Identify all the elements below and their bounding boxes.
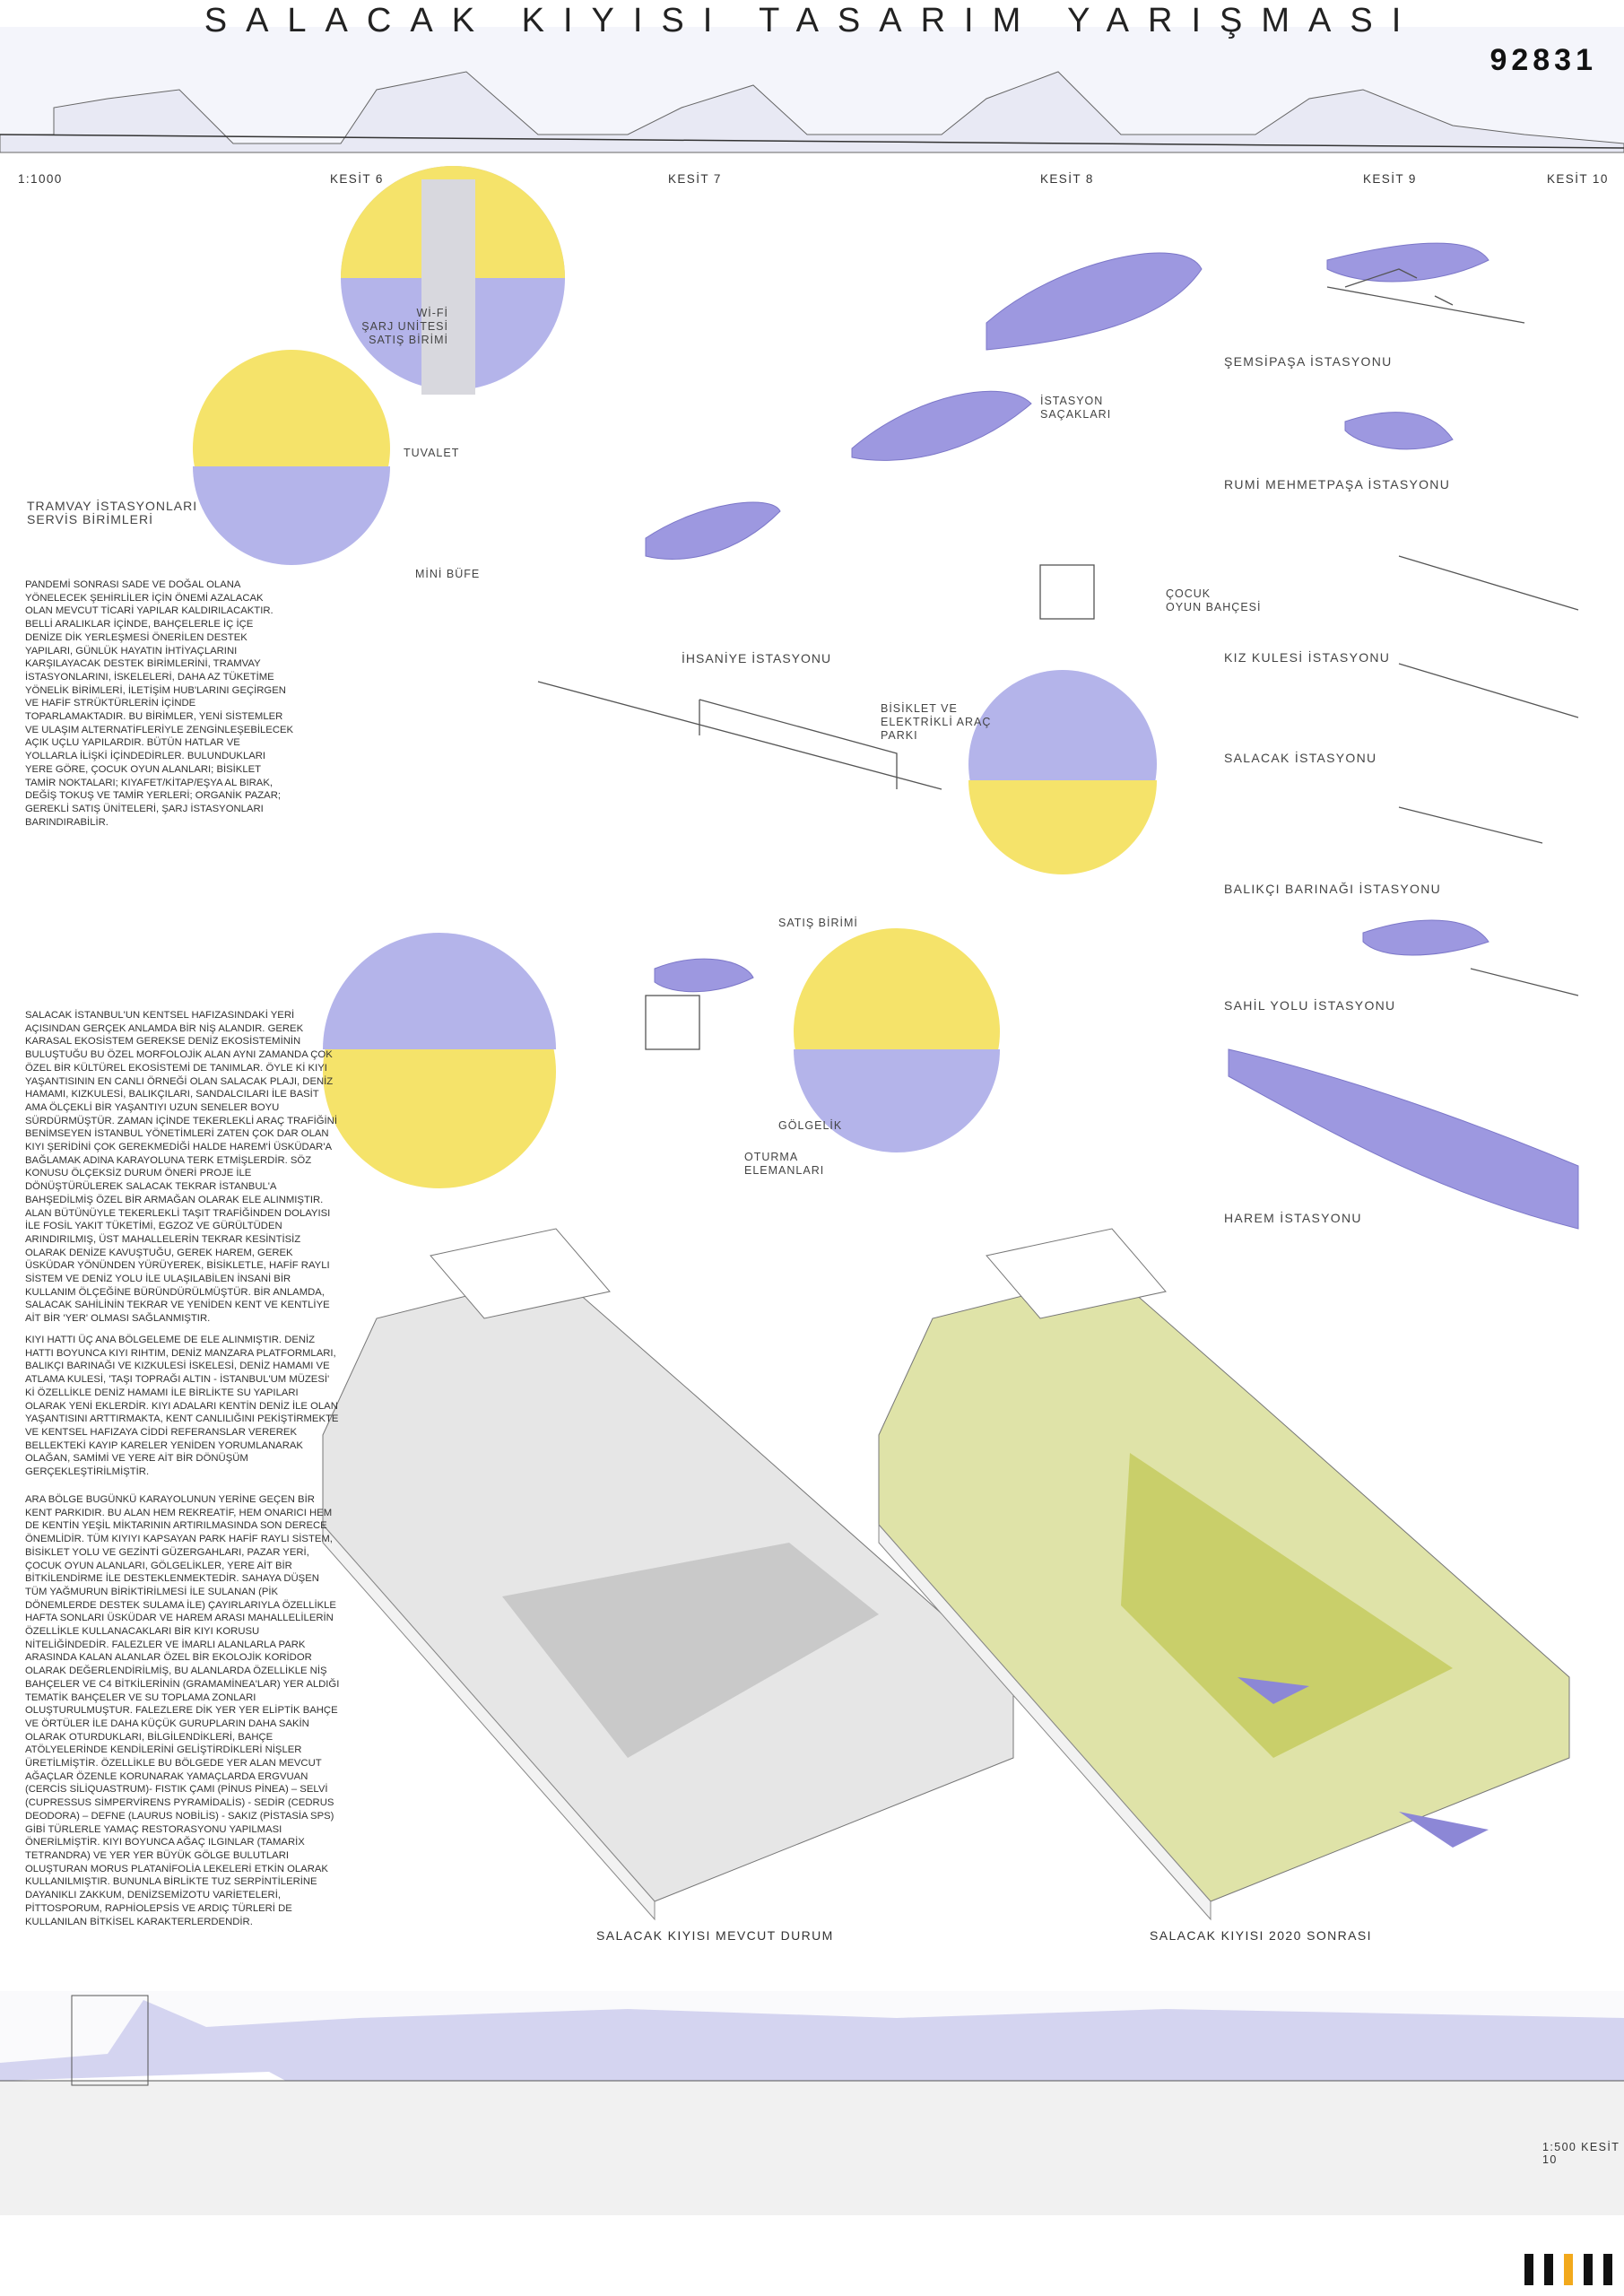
description-paragraph-3: KIYI HATTI ÜÇ ANA BÖLGELEME DE ELE ALINM…	[25, 1335, 339, 1478]
station-salacak: SALACAK İSTASYONU	[1224, 751, 1377, 765]
ihsaniye-station-label: İHSANİYE İSTASYONU	[682, 651, 832, 665]
station-harem: HAREM İSTASYONU	[1224, 1211, 1362, 1225]
scale-label: 1:1000	[18, 172, 63, 186]
section-label-6: KESİT 6	[330, 172, 384, 186]
station-sahil-yolu: SAHİL YOLU İSTASYONU	[1224, 998, 1396, 1013]
toilet-label: TUVALET	[404, 447, 460, 459]
poster-title: SALACAK KIYISI TASARIM YARIŞMASI	[204, 2, 1420, 39]
top-elevation-sections	[0, 27, 1624, 153]
section-label-8: KESİT 8	[1040, 172, 1094, 186]
long-section-kesit-10	[0, 1991, 1624, 2215]
isometric-proposed	[878, 1228, 1570, 1921]
station-frames	[537, 268, 1579, 1050]
description-paragraph-2: SALACAK İSTANBUL'UN KENTSEL HAFIZASINDAK…	[25, 1010, 337, 1325]
seating-label: OTURMA ELEMANLARI	[744, 1151, 825, 1177]
sales-unit-label: SATIŞ BİRİMİ	[778, 917, 858, 929]
shade-label: GÖLGELİK	[778, 1119, 843, 1132]
wifi-unit-label: Wİ-Fİ ŞARJ UNİTESİ SATIŞ BİRİMİ	[361, 307, 448, 346]
station-kiz-kulesi: KIZ KULESİ İSTASYONU	[1224, 650, 1391, 665]
station-semsipasa: ŞEMSİPAŞA İSTASYONU	[1224, 354, 1393, 369]
entry-code: 92831	[1489, 43, 1597, 77]
service-units-heading: TRAMVAY İSTASYONLARI SERVİS BİRİMLERİ	[27, 499, 198, 526]
proposed-state-caption: SALACAK KIYISI 2020 SONRASI	[1150, 1928, 1372, 1943]
mini-buffet-label: MİNİ BÜFE	[415, 568, 481, 580]
long-section-label: 1:500 KESİT 10	[1542, 2141, 1620, 2166]
isometric-existing	[322, 1228, 1014, 1921]
section-label-9: KESİT 9	[1363, 172, 1417, 186]
existing-state-caption: SALACAK KIYISI MEVCUT DURUM	[596, 1928, 834, 1943]
bike-park-label: BİSİKLET VE ELEKTRİKLİ ARAÇ PARKI	[881, 702, 992, 742]
station-canopies	[645, 242, 1579, 1230]
entry-barcode-logo	[1524, 2254, 1612, 2285]
station-rumi-mehmetpasa: RUMİ MEHMETPAŞA İSTASYONU	[1224, 477, 1451, 491]
description-paragraph-1: PANDEMİ SONRASI SADE VE DOĞAL OLANA YÖNE…	[25, 579, 294, 828]
station-balikci-barinagi: BALIKÇI BARINAĞI İSTASYONU	[1224, 882, 1442, 896]
section-label-10: KESİT 10	[1547, 172, 1609, 186]
description-paragraph-4: ARA BÖLGE BUGÜNKÜ KARAYOLUNUN YERİNE GEÇ…	[25, 1494, 340, 1927]
section-label-7: KESİT 7	[668, 172, 722, 186]
canopy-label: İSTASYON SAÇAKLARI	[1040, 395, 1112, 421]
playground-label: ÇOCUK OYUN BAHÇESİ	[1166, 587, 1262, 613]
